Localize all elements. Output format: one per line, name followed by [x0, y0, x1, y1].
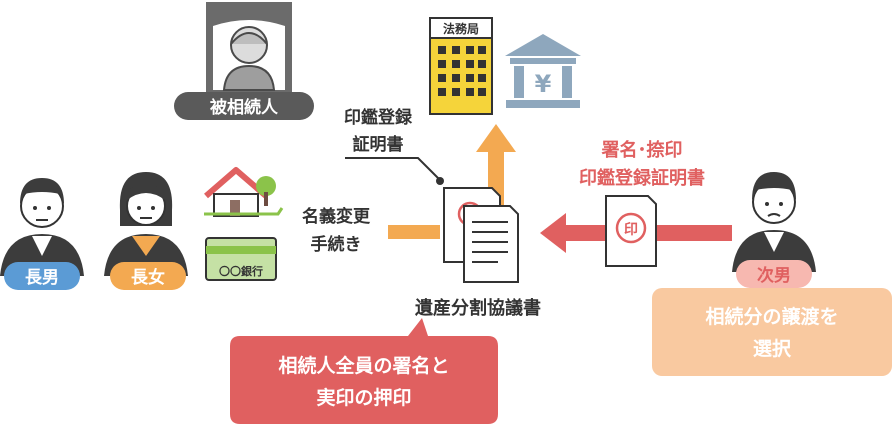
seal-char: 印 — [624, 221, 638, 238]
deceased-badge — [174, 92, 314, 120]
seal-registration-cert-label: 印鑑登録証明書 — [579, 167, 705, 189]
transfer-callout-line1: 相続分の譲渡を — [705, 305, 838, 328]
eldest-daughter-badge — [110, 262, 186, 290]
eldest-daughter-label: 長女 — [131, 267, 165, 288]
legal-bureau-sign: 法務局 — [443, 21, 479, 36]
orange-connector-bar — [388, 225, 440, 239]
deceased-portrait-icon — [206, 2, 292, 94]
seal-certificate-doc-icon — [605, 195, 657, 267]
eldest-son-label: 長男 — [25, 268, 59, 288]
bank-card-label: 〇〇銀行 — [219, 264, 263, 278]
all-heirs-callout-box — [230, 318, 498, 424]
bank-yen-symbol: ¥ — [535, 70, 552, 98]
agreement-label: 遺産分割協議書 — [415, 297, 541, 319]
all-heirs-callout-line1: 相続人全員の署名と — [278, 354, 449, 377]
signature-seal-label: 署名･捺印 — [601, 139, 683, 161]
second-son-label: 次男 — [757, 265, 791, 286]
bank-icon — [505, 34, 581, 108]
second-son-icon — [732, 172, 816, 272]
transfer-callout-box — [652, 288, 892, 376]
leader-dot — [436, 177, 444, 185]
name-change-label-line1: 名義変更 — [302, 206, 371, 227]
all-heirs-callout-line2: 実印の押印 — [316, 386, 411, 409]
deceased-label: 被相続人 — [210, 97, 279, 118]
seal-certificate-label-line1: 印鑑登録 — [344, 107, 413, 128]
eldest-daughter-icon — [104, 172, 188, 276]
seal-certificate-leader-line — [345, 157, 441, 181]
legal-bureau-building-icon — [429, 17, 493, 115]
document-stack-icon — [443, 187, 519, 283]
house-icon — [204, 167, 284, 217]
second-son-badge — [736, 260, 812, 288]
eldest-son-icon — [0, 178, 84, 276]
name-change-label-line2: 手続き — [311, 234, 362, 255]
eldest-son-badge — [4, 262, 80, 290]
seal-certificate-label-line2: 証明書 — [353, 134, 404, 155]
bank-card-icon — [205, 237, 277, 281]
transfer-callout-line2: 選択 — [753, 338, 792, 360]
